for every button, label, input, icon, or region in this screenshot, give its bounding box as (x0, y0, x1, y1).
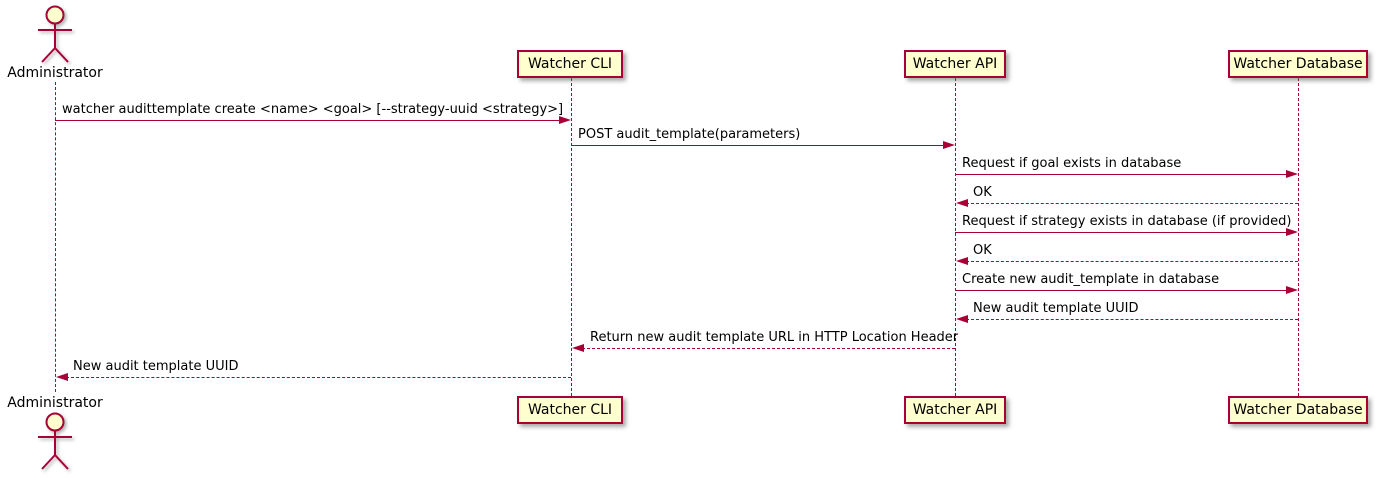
actor-icon (38, 5, 72, 63)
participant-watcher-database-bottom: Watcher Database (1228, 396, 1368, 424)
message-line (955, 232, 1288, 233)
participant-watcher-cli-bottom: Watcher CLI (517, 396, 623, 424)
lifeline-watcher-database (1298, 78, 1299, 396)
message-label: Create new audit_template in database (962, 272, 1220, 287)
message-label: POST audit_template(parameters) (578, 127, 801, 142)
participant-watcher-cli-top: Watcher CLI (517, 50, 623, 78)
message-line (55, 120, 561, 121)
message-label: OK (973, 185, 992, 200)
message-label: New audit template UUID (973, 301, 1139, 316)
arrowhead-icon (1286, 170, 1298, 178)
message-label: Request if goal exists in database (962, 156, 1182, 171)
message-line (66, 377, 571, 378)
message-line (966, 261, 1298, 262)
arrowhead-icon (56, 373, 68, 381)
actor-icon (38, 412, 72, 470)
message-label: Request if strategy exists in database (… (962, 214, 1292, 229)
message-label: watcher audittemplate create <name> <goa… (62, 102, 564, 117)
lifeline-administrator (55, 82, 56, 392)
arrowhead-icon (1286, 228, 1298, 236)
message-line (571, 145, 945, 146)
arrowhead-icon (956, 199, 968, 207)
message-line (955, 290, 1288, 291)
lifeline-watcher-api (955, 78, 956, 396)
arrowhead-icon (943, 141, 955, 149)
message-line (966, 319, 1298, 320)
actor-label-top: Administrator (7, 65, 103, 81)
message-label: Return new audit template URL in HTTP Lo… (590, 330, 959, 345)
arrowhead-icon (956, 315, 968, 323)
participant-watcher-api-top: Watcher API (904, 50, 1006, 78)
message-line (582, 348, 955, 349)
arrowhead-icon (559, 116, 571, 124)
message-line (955, 174, 1288, 175)
message-label: OK (973, 243, 992, 258)
arrowhead-icon (956, 257, 968, 265)
lifeline-watcher-cli (571, 78, 572, 396)
participant-watcher-api-bottom: Watcher API (904, 396, 1006, 424)
arrowhead-icon (1286, 286, 1298, 294)
arrowhead-icon (572, 344, 584, 352)
message-line (966, 203, 1298, 204)
actor-label-bottom: Administrator (7, 395, 103, 411)
participant-watcher-database-top: Watcher Database (1228, 50, 1368, 78)
message-label: New audit template UUID (73, 359, 239, 374)
